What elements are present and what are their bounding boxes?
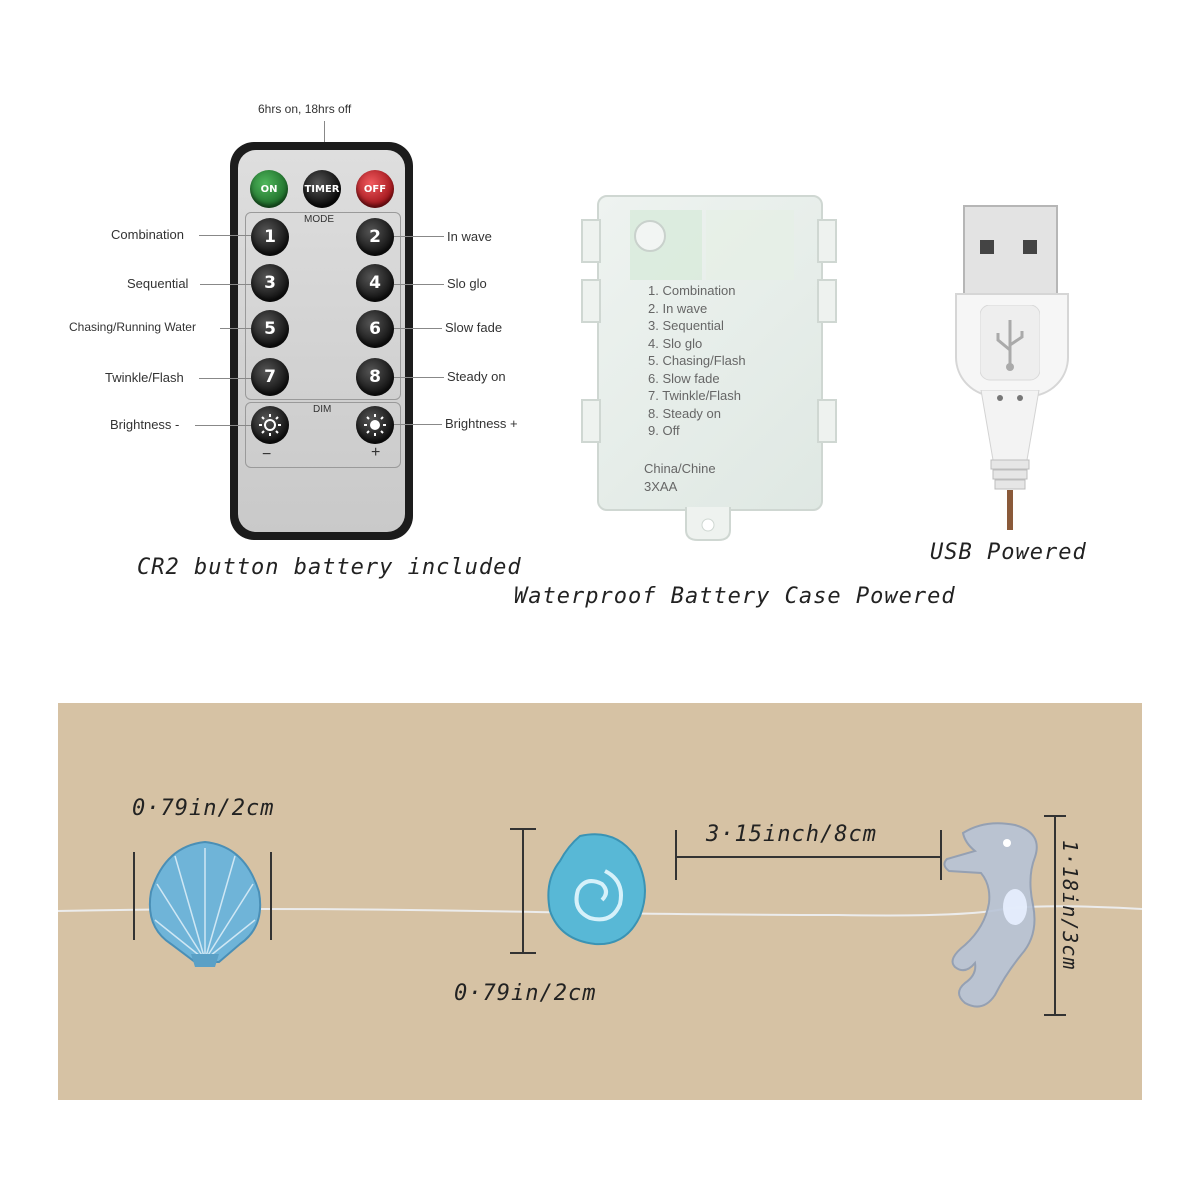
label-twinkle: Twinkle/Flash	[105, 370, 184, 385]
off-button[interactable]: OFF	[356, 170, 394, 208]
leader	[394, 284, 444, 285]
label-brightness-plus: Brightness +	[445, 416, 518, 431]
mode-item: 2. In wave	[648, 300, 708, 316]
caption-usb: USB Powered	[930, 540, 1087, 565]
usb-contact	[980, 240, 994, 254]
leader	[394, 377, 444, 378]
dim-bar	[270, 852, 272, 940]
mode-button-5[interactable]: 5	[251, 310, 289, 348]
leader	[195, 425, 251, 426]
timer-button[interactable]: TIMER	[303, 170, 341, 208]
mode-item: 4. Slo glo	[648, 335, 703, 351]
leader	[200, 284, 251, 285]
mode-button-7[interactable]: 7	[251, 358, 289, 396]
mode-item: 7. Twinkle/Flash	[648, 388, 741, 403]
usb-connector	[963, 205, 1058, 297]
dim-label: DIM	[313, 404, 332, 415]
dim-tick	[675, 830, 677, 880]
caption-case: Waterproof Battery Case Powered	[514, 584, 956, 609]
seahorse-height-label: 1·18in/3cm	[1058, 840, 1082, 971]
dim-tick	[510, 828, 536, 830]
mode-button-2[interactable]: 2	[356, 218, 394, 256]
leader	[394, 424, 442, 425]
label-combination: Combination	[111, 227, 184, 242]
sun-filled-icon	[364, 414, 386, 436]
conch-height-label: 0·79in/2cm	[454, 981, 597, 1006]
mode-item: 8. Steady on	[648, 405, 721, 421]
mode-label: MODE	[304, 214, 334, 225]
label-in-wave: In wave	[447, 229, 492, 244]
leader	[199, 378, 251, 379]
timer-note: 6hrs on, 18hrs off	[258, 102, 352, 116]
dim-tick	[1044, 1014, 1066, 1016]
spacing-bar	[675, 856, 941, 858]
brightness-down-button[interactable]	[251, 406, 289, 444]
leader	[394, 236, 444, 237]
battery-case-outline	[581, 210, 837, 541]
on-button[interactable]: ON	[250, 170, 288, 208]
case-origin: China/Chine	[644, 461, 716, 476]
shell-width-label: 0·79in/2cm	[132, 796, 275, 821]
case-battery: 3XAA	[644, 479, 678, 494]
dim-bar	[1054, 815, 1056, 1015]
scallop-shell	[149, 840, 262, 967]
brightness-up-button[interactable]	[356, 406, 394, 444]
mode-item: 5. Chasing/Flash	[648, 353, 746, 368]
mode-item: 3. Sequential	[648, 318, 724, 333]
dim-tick	[510, 952, 536, 954]
mode-item: 1. Combination	[648, 283, 736, 298]
caption-remote: CR2 button battery included	[137, 555, 522, 580]
leader	[220, 328, 251, 329]
sun-icon	[259, 414, 281, 436]
mode-panel	[245, 212, 401, 400]
label-chasing: Chasing/Running Water	[69, 320, 196, 334]
usb-cable	[980, 390, 1040, 530]
usb-icon	[980, 305, 1040, 381]
minus-label: −	[262, 446, 272, 463]
seahorse	[943, 822, 1038, 1008]
dim-bar	[133, 852, 135, 940]
mode-item: 6. Slow fade	[648, 370, 720, 386]
mode-item: 9. Off	[648, 423, 680, 438]
dim-tick	[940, 830, 942, 880]
dim-panel	[245, 402, 401, 468]
leader	[199, 235, 251, 236]
plus-label: +	[371, 444, 381, 461]
dim-bar	[522, 828, 524, 953]
label-sequential: Sequential	[127, 276, 189, 291]
label-slo-glo: Slo glo	[447, 276, 487, 291]
usb-contact	[1023, 240, 1037, 254]
spacing-label: 3·15inch/8cm	[706, 822, 877, 847]
mode-button-3[interactable]: 3	[251, 264, 289, 302]
conch-shell	[547, 833, 646, 946]
leader	[394, 328, 442, 329]
label-slow-fade: Slow fade	[445, 320, 503, 335]
mode-list: 1. Combination 2. In wave 3. Sequential …	[648, 282, 746, 440]
label-steady-on: Steady on	[447, 369, 506, 384]
mode-button-1[interactable]: 1	[251, 218, 289, 256]
label-brightness-minus: Brightness -	[110, 417, 180, 432]
dim-tick	[1044, 815, 1066, 817]
mode-button-8[interactable]: 8	[356, 358, 394, 396]
mode-button-4[interactable]: 4	[356, 264, 394, 302]
mode-button-6[interactable]: 6	[356, 310, 394, 348]
